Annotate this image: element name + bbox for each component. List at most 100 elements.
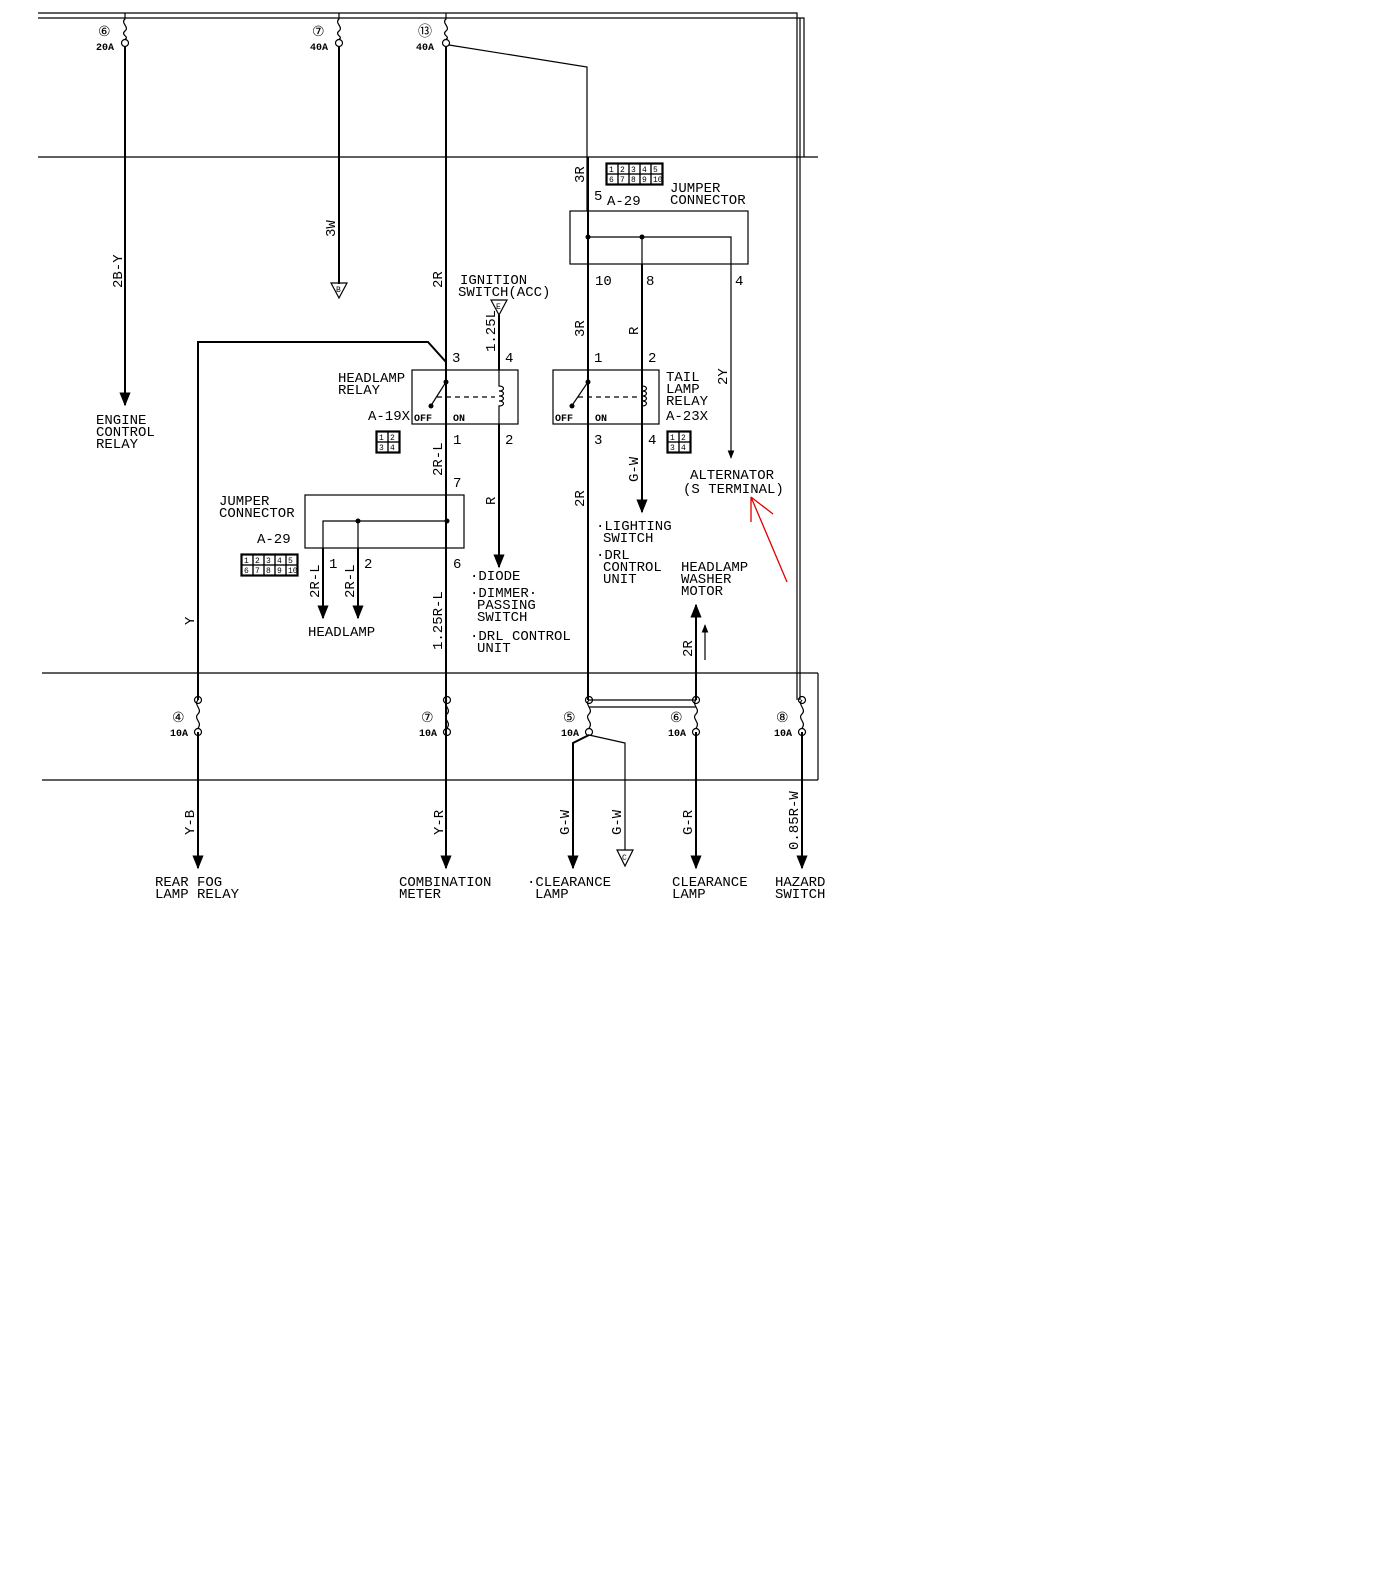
svg-text:2: 2	[505, 433, 513, 449]
svg-text:SWITCH: SWITCH	[775, 887, 825, 903]
svg-text:1.25R-L: 1.25R-L	[431, 591, 447, 650]
pin-cell	[650, 173, 663, 185]
svg-text:10A: 10A	[419, 729, 437, 740]
pin-number: 2	[681, 434, 686, 443]
svg-text:CONNECTOR: CONNECTOR	[670, 193, 746, 209]
ref-e-triangle: E	[490, 299, 508, 317]
svg-text:A-23X: A-23X	[666, 409, 709, 425]
svg-text:1: 1	[453, 433, 461, 449]
svg-text:ON: ON	[453, 414, 465, 425]
pin-number: 9	[642, 176, 647, 185]
bus-lines	[38, 12, 819, 781]
dest-hazard-switch: HAZARD SWITCH	[775, 875, 825, 903]
svg-text:④: ④	[172, 711, 185, 727]
svg-text:⑥: ⑥	[98, 25, 111, 41]
svg-text:G-W: G-W	[558, 809, 574, 835]
svg-text:0.85R-W: 0.85R-W	[787, 791, 803, 850]
pin-number: 6	[244, 567, 249, 576]
pin-number: 9	[277, 567, 282, 576]
pin-cell	[678, 441, 691, 453]
wire-labels: 2B-Y 3W 2R 1.25L 3R 3R R 2Y 2R-L R G-W 2…	[111, 166, 803, 850]
svg-text:⑥: ⑥	[670, 711, 683, 727]
dest-clearance-lamp-1: ·CLEARANCE LAMP	[527, 875, 611, 903]
svg-text:1.25L: 1.25L	[484, 310, 500, 352]
ignition-switch-label: IGNITION SWITCH(ACC)	[458, 273, 550, 301]
svg-text:40A: 40A	[310, 43, 328, 54]
svg-text:3: 3	[452, 351, 460, 367]
svg-text:2: 2	[648, 351, 656, 367]
pin-number: 8	[631, 176, 636, 185]
pin-number: 5	[288, 557, 293, 566]
fuse-5-10a: ⑤ 10A	[561, 695, 594, 740]
svg-text:1: 1	[594, 351, 602, 367]
dest-rear-fog-lamp-relay: REAR FOG LAMP RELAY	[155, 875, 240, 903]
dest-alternator: ALTERNATOR (S TERMINAL)	[683, 468, 784, 498]
svg-text:ALTERNATOR: ALTERNATOR	[690, 468, 775, 484]
pin-cell	[387, 441, 400, 453]
svg-text:G-W: G-W	[610, 809, 626, 835]
svg-text:⑦: ⑦	[312, 25, 325, 41]
svg-text:OFF: OFF	[414, 414, 432, 425]
svg-text:·DRL CONTROL: ·DRL CONTROL	[470, 629, 571, 645]
pin-number: 1	[609, 166, 614, 175]
svg-text:CONNECTOR: CONNECTOR	[219, 506, 295, 522]
pin-number: 1	[379, 434, 384, 443]
svg-text:10A: 10A	[561, 729, 579, 740]
svg-text:ENGINE: ENGINE	[96, 413, 146, 429]
pin-number: 1	[670, 434, 675, 443]
dest-headlamp: HEADLAMP	[308, 625, 375, 641]
svg-text:LAMP RELAY: LAMP RELAY	[155, 887, 240, 903]
pin-number: 4	[277, 557, 282, 566]
svg-text:2Y: 2Y	[716, 368, 732, 385]
pin-number: 4	[390, 444, 395, 453]
svg-text:2B-Y: 2B-Y	[111, 254, 127, 288]
pin-number: 2	[390, 434, 395, 443]
svg-text:A-19X: A-19X	[368, 409, 411, 425]
svg-text:2R: 2R	[573, 490, 589, 507]
svg-text:R: R	[484, 496, 500, 505]
svg-text:8: 8	[646, 274, 654, 290]
ref-c-triangle: C	[616, 849, 634, 868]
svg-text:⑧: ⑧	[776, 711, 789, 727]
svg-text:4: 4	[735, 274, 743, 290]
svg-text:5: 5	[594, 189, 602, 205]
svg-text:MOTOR: MOTOR	[681, 584, 724, 600]
svg-text:RELAY: RELAY	[666, 394, 709, 410]
svg-text:Y: Y	[183, 616, 199, 625]
svg-text:2: 2	[364, 557, 372, 573]
pin-number: 2	[255, 557, 260, 566]
svg-text:Y-R: Y-R	[432, 809, 448, 835]
svg-text:7: 7	[453, 476, 461, 492]
pin-number: 5	[653, 166, 658, 175]
svg-text:CONTROL: CONTROL	[96, 425, 155, 441]
svg-text:COMBINATION: COMBINATION	[399, 875, 491, 891]
svg-text:⑤: ⑤	[563, 711, 576, 727]
svg-text:2R-L: 2R-L	[343, 564, 359, 598]
dest-engine-control-relay: ENGINE CONTROL RELAY	[96, 413, 155, 453]
pin-number: 7	[620, 176, 625, 185]
pin-number: 3	[670, 444, 675, 453]
svg-text:HAZARD: HAZARD	[775, 875, 825, 891]
svg-text:E: E	[496, 303, 501, 312]
svg-text:·DRL: ·DRL	[596, 548, 630, 564]
pin-number: 4	[681, 444, 686, 453]
svg-text:A-29: A-29	[257, 532, 291, 548]
svg-text:10: 10	[595, 274, 612, 290]
dest-combination-meter: COMBINATION METER	[399, 875, 491, 903]
svg-text:40A: 40A	[416, 43, 434, 54]
svg-text:LAMP: LAMP	[672, 887, 706, 903]
svg-text:Y-B: Y-B	[183, 810, 199, 835]
pin-number: 4	[642, 166, 647, 175]
svg-text:·LIGHTING: ·LIGHTING	[596, 519, 672, 535]
